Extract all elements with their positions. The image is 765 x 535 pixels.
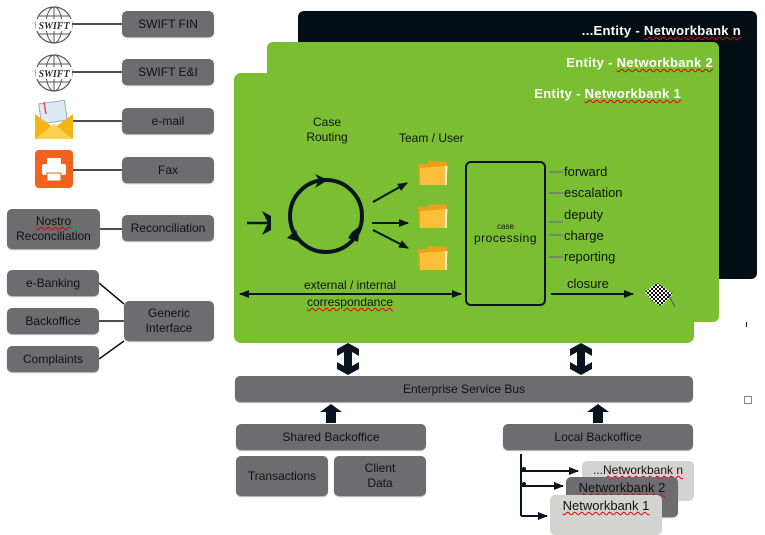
case-processing-box[interactable]: case processing — [465, 161, 546, 306]
backoffice-box[interactable]: Backoffice — [7, 308, 99, 334]
external-internal-label: external / internal — [303, 278, 397, 292]
routing-label: Routing — [306, 130, 348, 144]
up-arrow-icon — [587, 404, 609, 423]
enterprise-service-bus[interactable]: Enterprise Service Bus — [235, 376, 693, 402]
action-deputy: deputy — [564, 207, 604, 222]
entity-name: Networkbank n — [643, 23, 741, 38]
correspondance-label: correspondance — [306, 295, 394, 309]
email-envelope-icon — [34, 99, 74, 140]
small-tick-mark — [746, 322, 747, 327]
channel-fax[interactable]: Fax — [122, 157, 214, 183]
generic-label: Generic — [147, 306, 191, 320]
action-forward: forward — [564, 164, 608, 179]
networkbank-1-box[interactable]: Networkbank 1 — [550, 495, 662, 535]
reconciliation-box[interactable]: Reconciliation — [122, 215, 214, 241]
fax-printer-icon — [34, 149, 74, 189]
client-data-box[interactable]: Client Data — [334, 456, 426, 496]
networkbank-n-label: ...Networkbank n — [593, 463, 683, 477]
local-backoffice-label: Local Backoffice — [554, 429, 642, 444]
bidirectional-arrow-icon — [570, 343, 592, 375]
entry-arrow-icon — [247, 211, 271, 235]
channel-email[interactable]: e-mail — [122, 108, 214, 134]
local-backoffice-box[interactable]: Local Backoffice — [503, 424, 693, 450]
entity-title-n: ...Entity - Networkbank n — [582, 23, 741, 38]
complaints-label: Complaints — [22, 351, 84, 366]
action-escalation: escalation — [564, 185, 623, 200]
action-reporting: reporting — [564, 249, 616, 264]
networkbank-2-label: Networkbank 2 — [578, 480, 666, 495]
svg-text:SWIFT: SWIFT — [38, 69, 70, 80]
nostro-label: Nostro — [35, 214, 72, 228]
entity-name: Networkbank 2 — [616, 55, 713, 70]
interface-label: Interface — [145, 321, 193, 335]
closure-label: closure — [567, 276, 609, 291]
channel-label: SWIFT E&I — [138, 64, 198, 79]
e-banking-label: e-Banking — [25, 275, 81, 290]
case-small-label: case — [497, 222, 514, 231]
e-banking-box[interactable]: e-Banking — [7, 270, 99, 296]
entity-prefix: Entity - — [566, 55, 617, 70]
channel-swift-fin[interactable]: SWIFT FIN — [122, 11, 214, 37]
shared-backoffice-label: Shared Backoffice — [282, 429, 380, 444]
swift-globe-icon: SWIFT — [34, 53, 74, 93]
case-label: Case — [312, 115, 341, 129]
backoffice-label: Backoffice — [25, 313, 81, 328]
action-charge: charge — [564, 228, 604, 243]
small-square-handle[interactable] — [744, 396, 752, 404]
transactions-label: Transactions — [247, 468, 317, 483]
ellipsis-prefix: ... — [592, 463, 603, 477]
complaints-box[interactable]: Complaints — [7, 346, 99, 372]
esb-label: Enterprise Service Bus — [402, 381, 526, 396]
processing-label: processing — [473, 231, 538, 245]
up-arrow-icon — [320, 404, 342, 423]
correspondence-label: external / internal correspondance — [280, 277, 420, 311]
team-user-label: Team / User — [399, 131, 464, 145]
routing-cycle-icon — [287, 174, 364, 254]
bidirectional-arrow-icon — [337, 343, 359, 375]
nostro-reconciliation-box[interactable]: Nostro Reconciliation — [7, 209, 100, 249]
channel-label: e-mail — [151, 113, 185, 128]
entity-prefix: Entity - — [534, 86, 585, 101]
team-folder-icon — [417, 160, 449, 186]
shared-backoffice-box[interactable]: Shared Backoffice — [236, 424, 426, 450]
reconciliation-target-label: Reconciliation — [130, 220, 206, 235]
entity-title-2: Entity - Networkbank 2 — [566, 55, 713, 70]
data-label: Data — [367, 476, 393, 490]
entity-prefix: ...Entity - — [581, 23, 644, 38]
team-folder-icon — [417, 245, 449, 271]
networkbank-1-label: Networkbank 1 — [562, 498, 650, 513]
checkered-flag-icon — [643, 280, 677, 310]
generic-interface-box[interactable]: Generic Interface — [124, 301, 214, 341]
client-label: Client — [364, 461, 396, 475]
swift-globe-icon: SWIFT — [34, 5, 74, 45]
channel-swift-ei[interactable]: SWIFT E&I — [122, 59, 214, 85]
transactions-box[interactable]: Transactions — [236, 456, 328, 496]
channel-label: SWIFT FIN — [138, 16, 198, 31]
entity-name: Networkbank 1 — [584, 86, 681, 101]
networkbank-name: Networkbank n — [602, 463, 684, 477]
channel-label: Fax — [157, 162, 178, 177]
case-routing-label: Case Routing — [295, 115, 359, 145]
entity-title-1: Entity - Networkbank 1 — [534, 86, 681, 101]
reconciliation-label: Reconciliation — [16, 229, 91, 243]
team-folder-icon — [417, 203, 449, 229]
svg-text:SWIFT: SWIFT — [38, 21, 70, 32]
